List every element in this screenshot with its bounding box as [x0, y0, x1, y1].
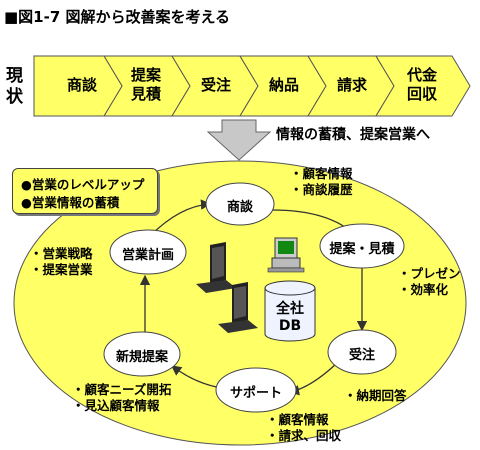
stage-6-line-1: 代金	[406, 66, 437, 84]
laptop-icon	[196, 242, 236, 293]
current-state-label: 現 状	[6, 66, 23, 108]
node-plan-label: 営業計画	[121, 248, 174, 263]
current-state-label-line-1: 現	[6, 66, 23, 86]
node-support-shape	[215, 367, 297, 413]
note-line: ・請求、回収	[266, 428, 342, 443]
stage-6-label: 代金 回収	[392, 66, 452, 104]
database-label: 全社 DB	[260, 298, 320, 334]
node-new-proposal-label: 新規提案	[115, 350, 168, 365]
stage-6-chevron	[375, 55, 471, 117]
node-new-proposal-shape	[103, 331, 181, 377]
note-line: ・提案営業	[30, 262, 93, 277]
note-proposal: ・プレゼン ・効率化	[398, 266, 461, 298]
note-negotiation: ・顧客情報 ・商談履歴	[290, 166, 353, 198]
stage-2-label: 提案 見積	[116, 66, 176, 104]
node-order-shape	[327, 329, 397, 375]
database-label-line-1: 全社	[276, 301, 304, 317]
note-line: ・顧客ニーズ開拓	[72, 382, 172, 397]
stage-5-line-1: 請求	[336, 76, 367, 94]
stage-1-start	[33, 55, 123, 117]
node-plan-shape	[109, 229, 187, 275]
note-new-proposal: ・顧客ニーズ開拓 ・見込顧客情報	[72, 382, 171, 414]
stage-2-line-1: 提案	[130, 66, 161, 84]
note-line: ・プレゼン	[398, 266, 461, 281]
note-line: ・顧客情報	[266, 412, 329, 427]
note-line: ・商談履歴	[290, 182, 353, 197]
stage-5-label: 請求	[322, 76, 382, 95]
note-line: ・営業戦略	[30, 246, 93, 261]
transition-caption: 情報の蓄積、提案営業へ	[276, 127, 430, 143]
node-proposal-shape	[319, 223, 405, 269]
node-proposal-label: 提案・見積	[329, 242, 395, 257]
database-label-line-2: DB	[278, 318, 302, 334]
stage-1-label: 商談	[52, 76, 112, 95]
laptop-icon-2	[218, 282, 258, 333]
note-line: ・効率化	[398, 282, 449, 297]
stage-6-line-2: 回収	[406, 85, 437, 103]
stage-4-label: 納品	[254, 76, 314, 95]
database-icon	[264, 280, 316, 342]
stage-1-line-1: 商談	[66, 76, 97, 94]
goals-box: ●営業のレベルアップ ●営業情報の蓄積	[12, 168, 158, 214]
node-negotiation-shape	[205, 182, 275, 226]
goal-item: ●営業のレベルアップ	[21, 177, 145, 192]
note-support: ・顧客情報 ・請求、回収	[266, 412, 341, 444]
goal-item: ●営業情報の蓄積	[21, 195, 120, 210]
current-state-label-line-2: 状	[6, 87, 23, 107]
node-support-label: サポート	[229, 386, 282, 401]
transition-arrow	[206, 119, 272, 161]
node-negotiation-label: 商談	[226, 200, 253, 215]
stage-4-line-1: 納品	[268, 76, 299, 94]
note-line: ・顧客情報	[290, 166, 353, 181]
note-plan: ・営業戦略 ・提案営業	[30, 246, 93, 278]
note-order: ・納期回答	[344, 388, 407, 404]
stage-3-line-1: 受注	[200, 76, 231, 94]
node-order-label: 受注	[348, 348, 375, 363]
computer-icon	[267, 237, 305, 273]
page-title: ■図1-7 図解から改善案を考える	[4, 8, 231, 26]
note-line: ・納期回答	[344, 388, 407, 403]
stage-3-label: 受注	[186, 76, 246, 95]
note-line: ・見込顧客情報	[72, 398, 160, 413]
stage-2-line-2: 見積	[130, 85, 161, 103]
